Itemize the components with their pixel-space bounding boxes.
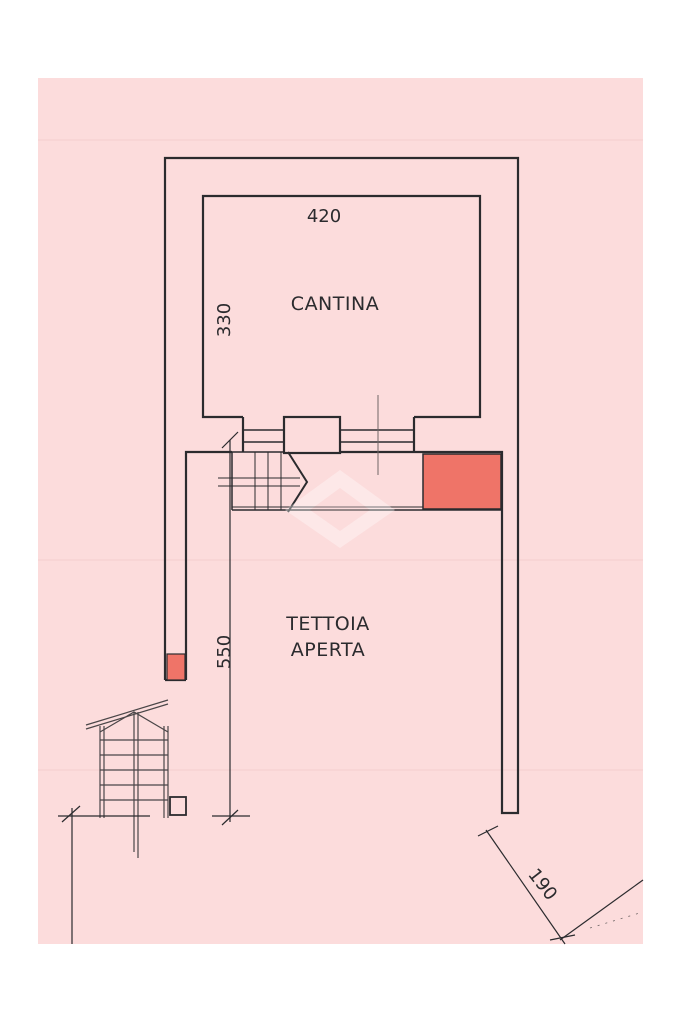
room-label-tettoia-line1: TETTOIA (285, 613, 370, 635)
dimension-cantina-depth: 330 (214, 303, 235, 337)
cantina-room (201, 194, 482, 455)
dimension-cantina-width: 420 (307, 206, 341, 227)
highlight-block-left (166, 653, 186, 681)
watermark-logo (285, 470, 395, 548)
room-label-cantina: CANTINA (291, 293, 379, 315)
dimension-line-550 (212, 431, 250, 826)
external-staircase (85, 699, 187, 858)
dimension-tettoia-depth: 550 (214, 635, 235, 669)
room-label-tettoia-line2: APERTA (291, 639, 365, 661)
highlight-block-right (422, 453, 502, 510)
dimension-line-190 (477, 825, 644, 945)
dimension-line-left (58, 805, 150, 944)
